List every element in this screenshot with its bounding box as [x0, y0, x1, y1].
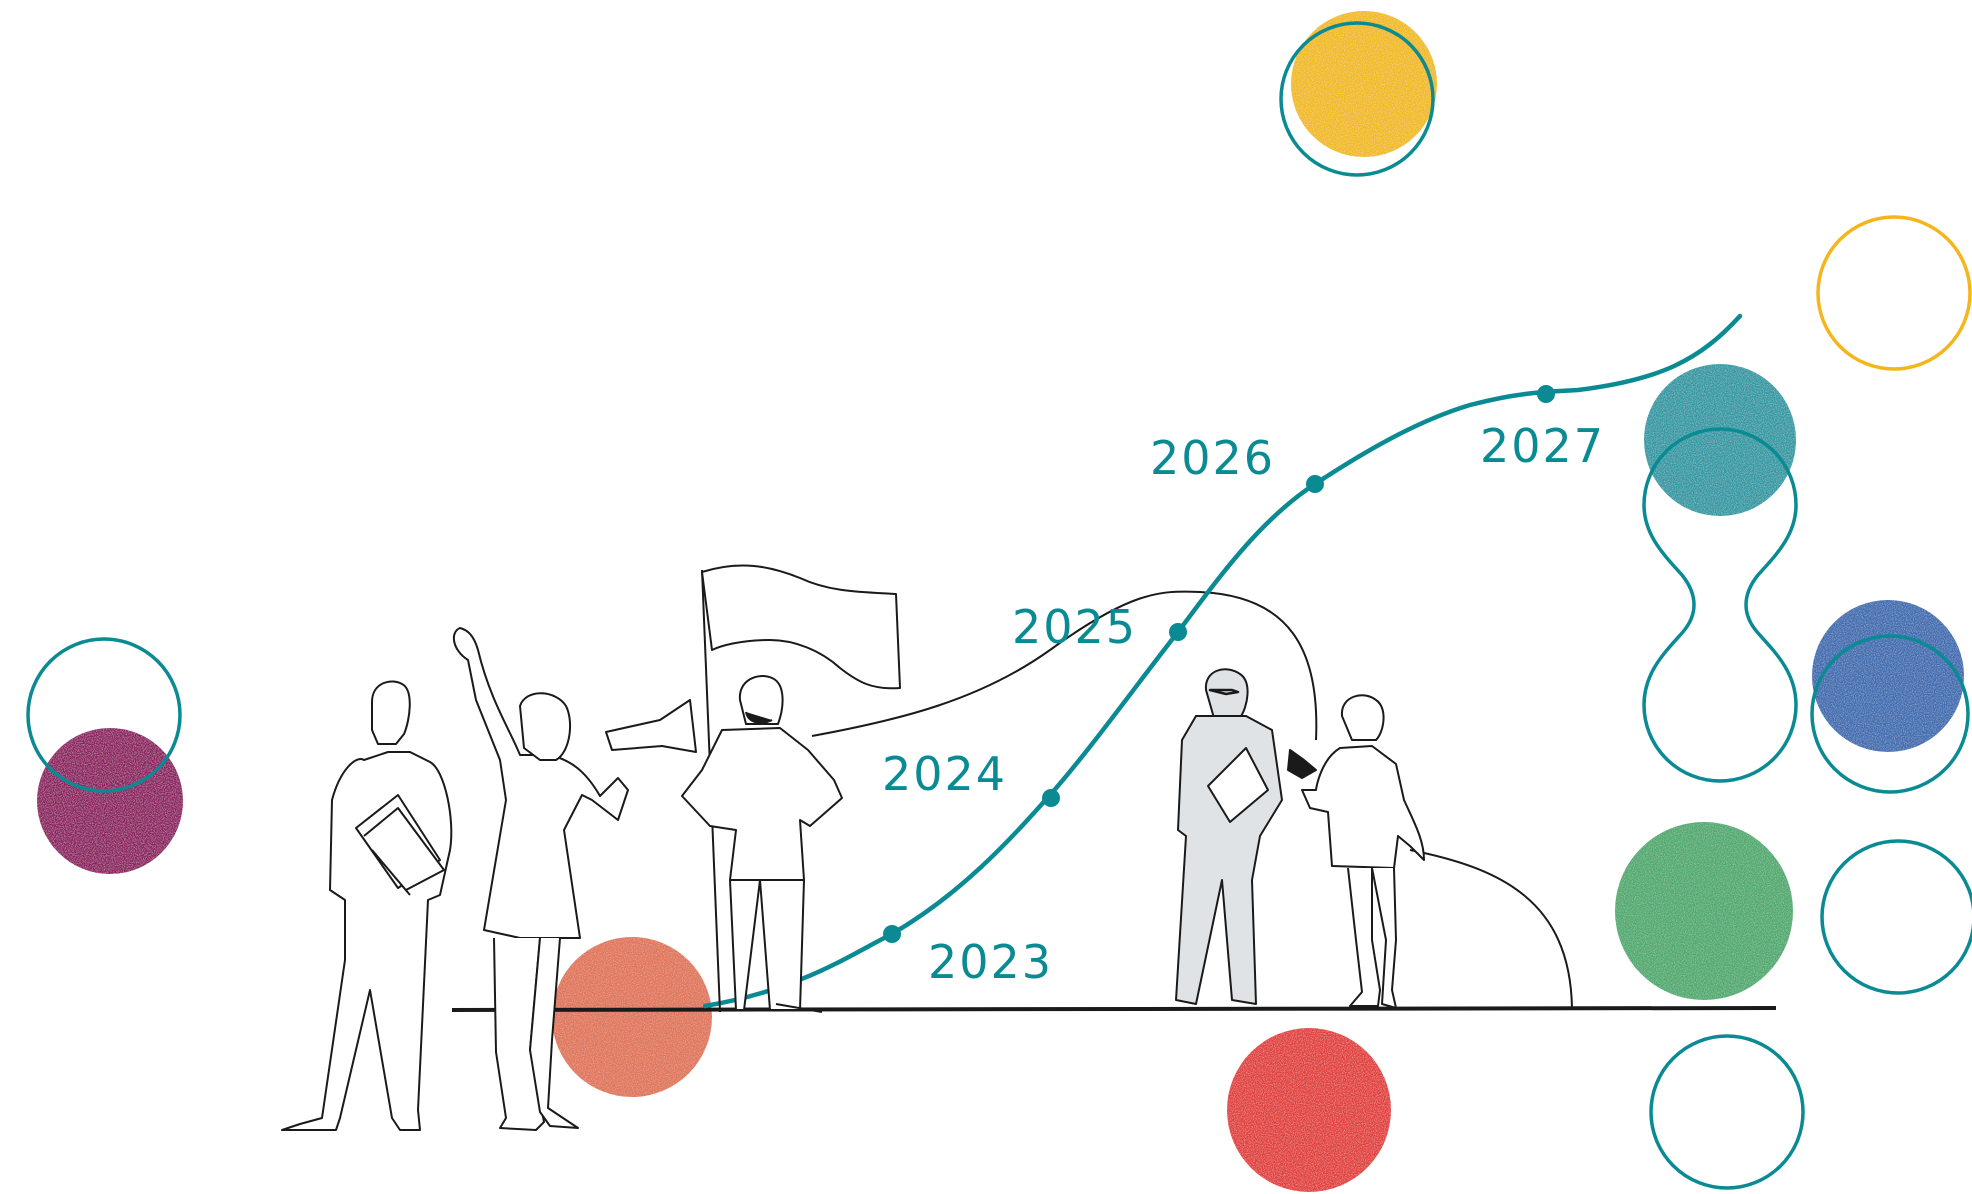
milestone-dot-2026: [1306, 475, 1324, 493]
milestone-dots: [883, 385, 1555, 943]
teal-dot: [1644, 364, 1796, 516]
teal-ring: [1820, 839, 1972, 995]
woman-with-phone: [1287, 694, 1425, 1009]
year-label-2024: 2024: [882, 747, 1007, 801]
year-label-2027: 2027: [1480, 419, 1605, 473]
year-label-2026: 2026: [1150, 431, 1275, 485]
man-holding-flag: [681, 564, 901, 1013]
year-label-2023: 2023: [928, 935, 1053, 989]
teal-ring: [1279, 21, 1435, 177]
orange-dot: [552, 937, 712, 1097]
growth-curve: [702, 313, 1743, 1009]
thin-arcs: [811, 590, 1573, 1009]
blue-dot: [1812, 600, 1964, 752]
red-dot: [1227, 1028, 1391, 1192]
milestone-dot-2024: [1042, 789, 1060, 807]
teal-capsule-ring: [1642, 427, 1798, 783]
teal-ring: [1810, 634, 1970, 794]
person-with-folder: [281, 680, 453, 1131]
teal-ring: [1649, 1034, 1805, 1190]
year-labels: 2023 2024 2025 2026 2027: [882, 419, 1605, 989]
outline-circles: [26, 21, 1972, 1190]
milestone-dot-2025: [1169, 623, 1187, 641]
teal-ring: [26, 637, 182, 793]
milestone-dot-2023: [883, 925, 901, 943]
milestone-dot-2027: [1537, 385, 1555, 403]
woman-raising-fist: [452, 627, 697, 1131]
people-group: [281, 564, 1425, 1131]
decorative-dots: [37, 11, 1964, 1192]
ground-line: [451, 1006, 1777, 1012]
yellow-dot: [1291, 11, 1437, 157]
year-label-2025: 2025: [1012, 600, 1137, 654]
purple-dot: [37, 728, 183, 874]
yellow-ring: [1816, 215, 1972, 371]
woman-with-glasses: [1175, 668, 1283, 1005]
green-dot: [1615, 822, 1793, 1000]
